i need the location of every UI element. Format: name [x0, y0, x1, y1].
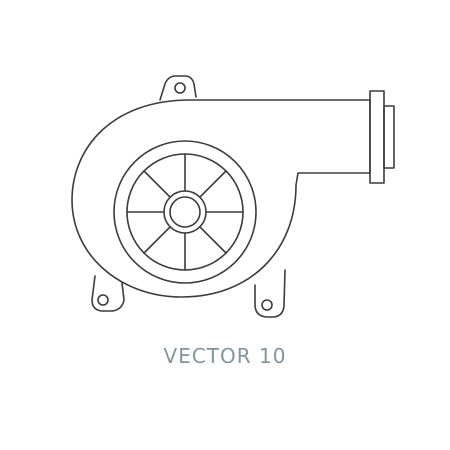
blade: [199, 170, 227, 198]
mounting-hole-bottom-left: [97, 294, 109, 306]
blade: [143, 226, 171, 254]
blade: [199, 226, 227, 254]
blade: [143, 170, 171, 198]
mounting-ear-top: [159, 75, 197, 101]
mounting-ear-bottom-right: [254, 269, 286, 318]
turbo-housing: [71, 99, 371, 298]
mounting-hole-bottom-right: [261, 299, 273, 311]
mounting-hole-top: [174, 82, 186, 94]
outlet-flange: [369, 90, 385, 184]
mounting-ear-bottom-left: [91, 275, 125, 312]
outlet-flange-plate: [383, 105, 395, 169]
wheel-blades: [126, 153, 244, 271]
wheel-hub-core: [169, 196, 201, 228]
wheel-outer-ring: [113, 140, 257, 284]
caption-text: VECTOR 10: [163, 344, 287, 368]
